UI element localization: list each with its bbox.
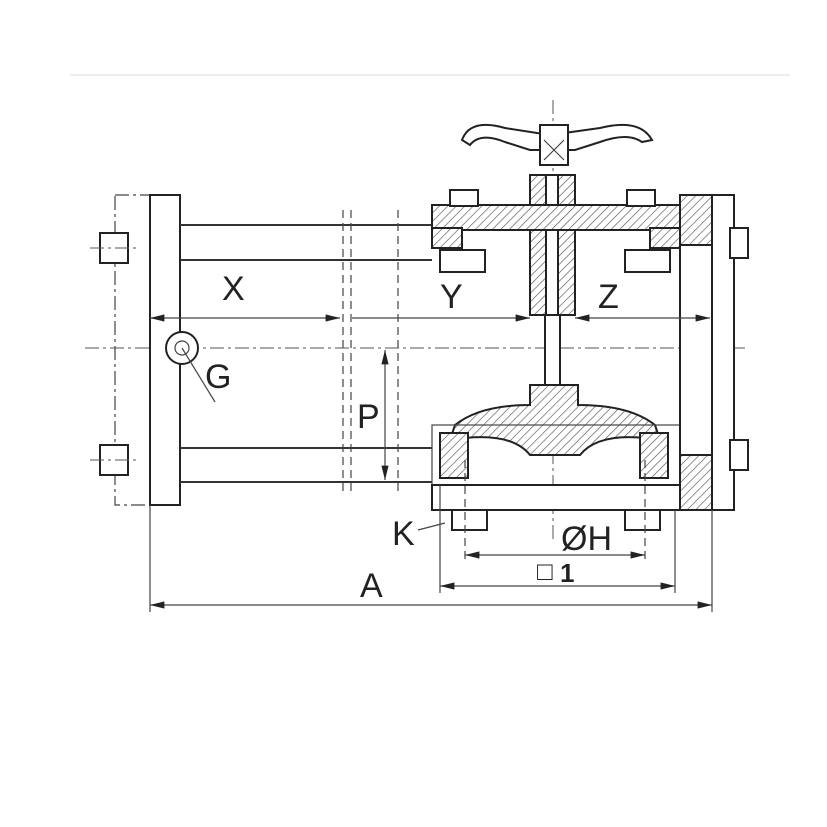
label-a: A <box>360 567 383 605</box>
label-y: Y <box>440 278 463 316</box>
right-flange <box>679 194 749 511</box>
dimension-lines <box>149 314 713 612</box>
label-p: P <box>357 398 380 436</box>
tie-rods <box>180 210 432 495</box>
bonnet <box>431 174 681 386</box>
label-g: G <box>205 358 231 396</box>
handwheel <box>460 124 654 166</box>
label-z: Z <box>598 278 619 316</box>
label-one: 1 <box>560 558 574 588</box>
valve-body <box>431 384 681 560</box>
label-square-symbol: □ <box>537 556 553 586</box>
label-oh: ØH <box>561 520 612 558</box>
label-x: X <box>222 270 245 308</box>
label-k: K <box>392 515 415 553</box>
port-g <box>165 331 216 403</box>
